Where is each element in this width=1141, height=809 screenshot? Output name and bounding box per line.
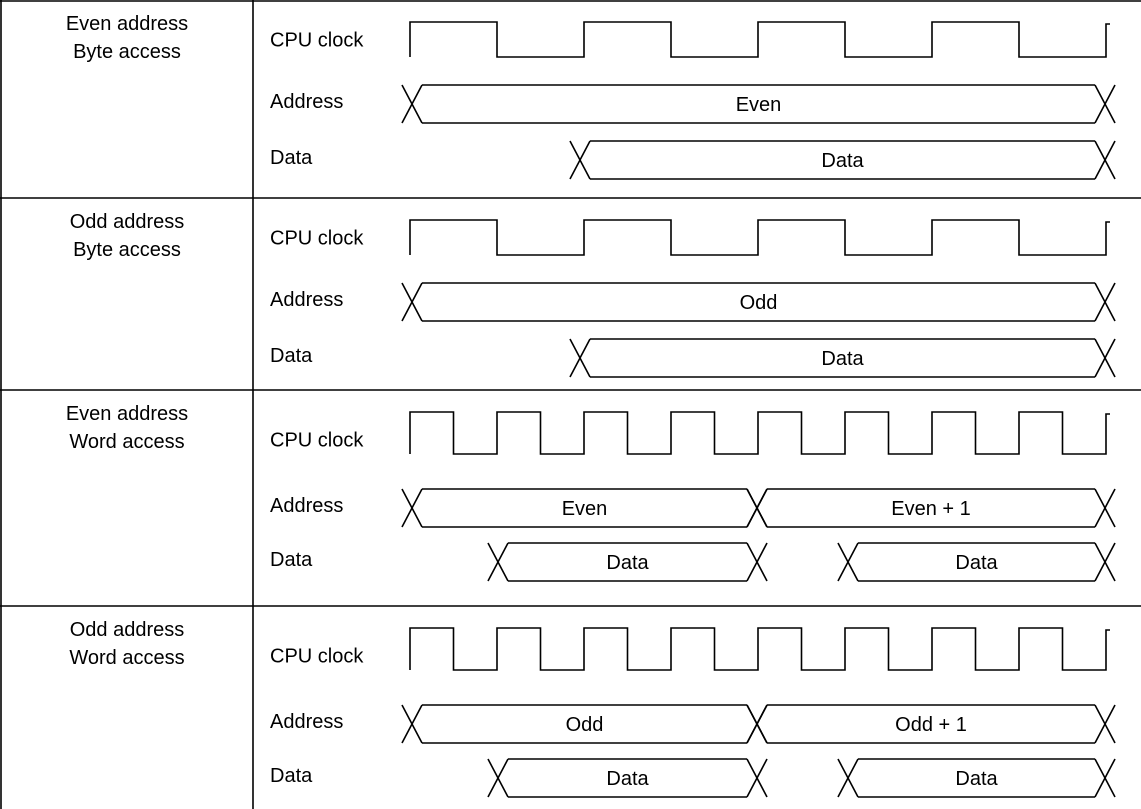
row-title-line-1: Odd address [70,211,185,233]
address-bus-2-start-cross-b [746,488,768,528]
row-title-line-2: Byte access [73,41,181,63]
address-bus-label: Odd [740,292,778,314]
address-bus-label: Even [736,94,782,116]
data-label: Data [270,765,313,787]
cpu-clock-waveform [409,21,1110,58]
cpu-clock-waveform [409,627,1110,671]
address-bus-2-label: Even + 1 [891,498,971,520]
data-bus-1-end-cross-b [746,542,768,582]
data-bus-2-start-cross-b [837,542,859,582]
address-bus-end-cross-b [1094,84,1116,124]
data-bus-start-cross-b [569,338,591,378]
row-title-line-1: Even address [66,403,188,425]
data-bus-2-label: Data [955,768,998,790]
address-bus-1: Even [401,488,768,528]
data-bus: Data [569,338,1116,378]
address-bus-2: Even + 1 [746,488,1116,528]
address-bus-1-label: Even [562,498,608,520]
cpu-clock-waveform [409,411,1110,455]
address-bus-2-end-cross-b [1094,488,1116,528]
address-label: Address [270,91,343,113]
address-bus-2-start-cross-b [746,704,768,744]
clock-label: CPU clock [270,430,364,452]
data-bus-2: Data [837,758,1116,798]
data-bus-1-start-cross-b [487,542,509,582]
cpu-clock-waveform [409,219,1110,256]
clock-label: CPU clock [270,228,364,250]
address-bus-1-start-cross-b [401,704,423,744]
address-bus-1-label: Odd [566,714,604,736]
row-title-line-2: Word access [69,431,184,453]
data-bus-label: Data [821,348,864,370]
row-title-line-1: Odd address [70,619,185,641]
data-bus-1-label: Data [606,552,649,574]
address-bus-2-label: Odd + 1 [895,714,967,736]
row-title-line-2: Word access [69,647,184,669]
address-bus-end-cross-b [1094,282,1116,322]
address-bus-1-start-cross-b [401,488,423,528]
clock-label: CPU clock [270,646,364,668]
data-label: Data [270,345,313,367]
data-bus-2-end-cross-b [1094,758,1116,798]
data-bus-2-end-cross-b [1094,542,1116,582]
row-title-line-1: Even address [66,13,188,35]
address-bus: Odd [401,282,1116,322]
data-bus-1-label: Data [606,768,649,790]
data-bus-label: Data [821,150,864,172]
address-bus: Even [401,84,1116,124]
data-bus-start-cross-b [569,140,591,180]
address-label: Address [270,289,343,311]
address-bus-1: Odd [401,704,768,744]
address-bus-2-end-cross-b [1094,704,1116,744]
data-bus-2-label: Data [955,552,998,574]
data-bus-1: Data [487,542,768,582]
data-bus-2: Data [837,542,1116,582]
data-bus-1: Data [487,758,768,798]
data-bus-1-end-cross-b [746,758,768,798]
address-bus-start-cross-b [401,84,423,124]
clock-label: CPU clock [270,30,364,52]
data-bus-1-start-cross-b [487,758,509,798]
address-bus-2: Odd + 1 [746,704,1116,744]
address-bus-start-cross-b [401,282,423,322]
data-label: Data [270,549,313,571]
row-title-line-2: Byte access [73,239,181,261]
data-bus-2-start-cross-b [837,758,859,798]
address-label: Address [270,495,343,517]
data-label: Data [270,147,313,169]
address-label: Address [270,711,343,733]
data-bus-end-cross-b [1094,338,1116,378]
data-bus: Data [569,140,1116,180]
data-bus-end-cross-b [1094,140,1116,180]
